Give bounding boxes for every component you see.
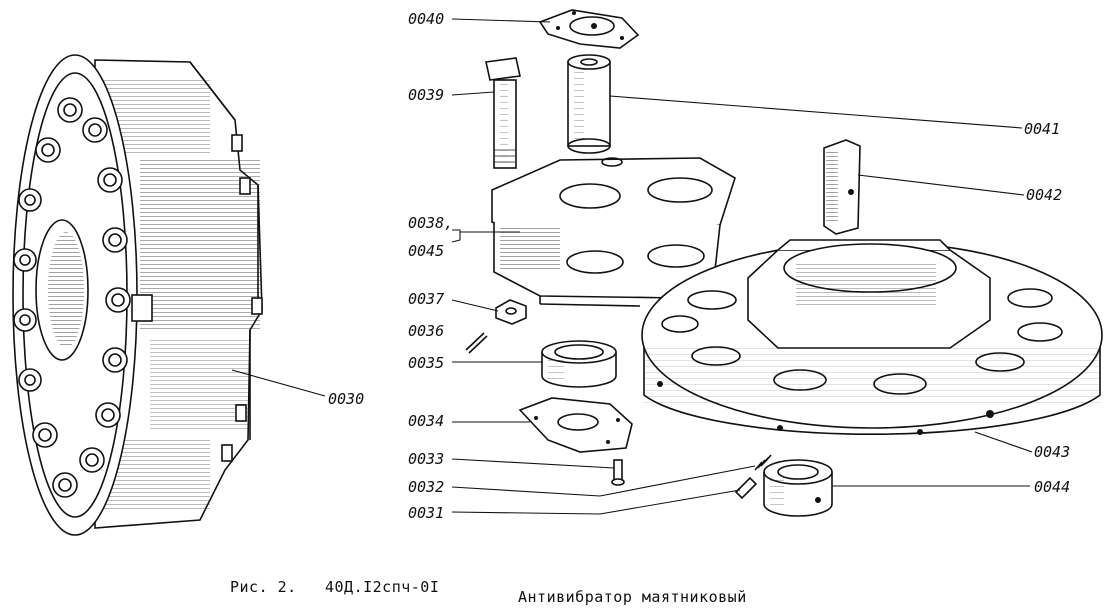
label-0030: 0030 — [328, 390, 364, 408]
label-0040: 0040 — [408, 10, 444, 28]
caption-figure: Рис. 2. — [230, 578, 297, 596]
label-0036: 0036 — [408, 322, 444, 340]
caption-code: 40Д.I2спч-0I — [325, 578, 440, 596]
flange-holes — [661, 288, 1063, 395]
part-0032-spring — [754, 454, 772, 471]
part-0035-bushing — [541, 340, 617, 388]
part-0044-collar — [763, 459, 833, 517]
part-0043-hub-flange — [641, 239, 1103, 436]
part-0034-plate — [518, 397, 633, 453]
label-0043: 0043 — [1034, 443, 1070, 461]
part-0036-pin — [465, 332, 488, 354]
label-0038: 0038, — [408, 214, 453, 232]
label-0039: 0039 — [408, 86, 444, 104]
label-0037: 0037 — [408, 290, 444, 308]
label-0034: 0034 — [408, 412, 444, 430]
part-0041-sleeve — [567, 54, 611, 154]
label-0045: 0045 — [408, 242, 444, 260]
label-0042: 0042 — [1026, 186, 1062, 204]
side-nuts — [131, 134, 263, 462]
label-0032: 0032 — [408, 478, 444, 496]
label-0033: 0033 — [408, 450, 444, 468]
label-0041: 0041 — [1024, 120, 1060, 138]
leader-lines — [231, 18, 1033, 515]
assembled-antivibrator — [12, 54, 263, 536]
label-0044: 0044 — [1034, 478, 1070, 496]
part-0033-screw — [611, 459, 625, 486]
label-0031: 0031 — [408, 504, 444, 522]
part-0042-key — [823, 139, 861, 235]
part-0040-plate — [538, 9, 640, 49]
caption-title: Антивибратор маятниковый — [518, 588, 747, 606]
part-0038-pendulum-block — [491, 157, 736, 307]
label-0035: 0035 — [408, 354, 444, 372]
part-0031-screw — [734, 476, 758, 500]
bolt-heads — [13, 97, 131, 498]
part-0039-bolt — [485, 57, 521, 169]
part-0037-nut — [495, 299, 527, 325]
